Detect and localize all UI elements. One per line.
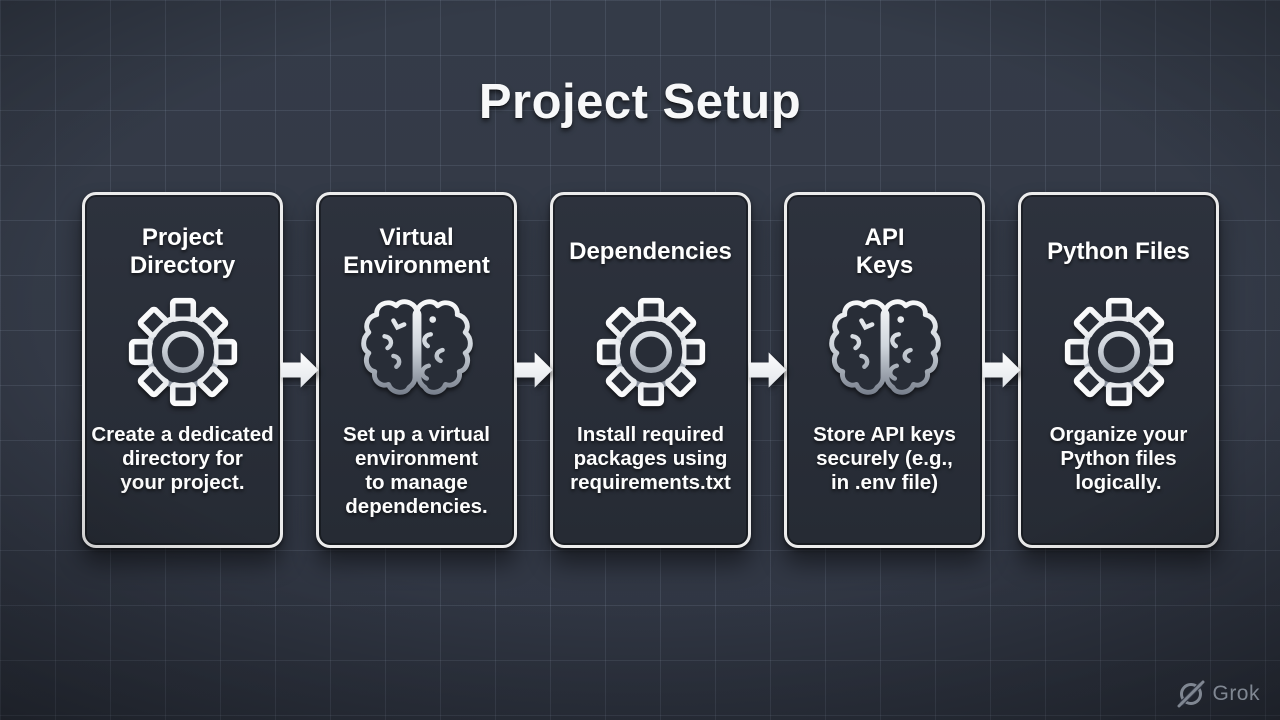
brain-icon (319, 291, 514, 413)
card-title: API Keys (855, 224, 914, 279)
card-description: Create a dedicated directory for your pr… (91, 423, 274, 494)
card-title: Python Files (1047, 238, 1190, 266)
page-title: Project Setup (478, 75, 802, 129)
flow-arrow (280, 340, 319, 400)
right-arrow-icon (514, 352, 553, 388)
grok-label: Grok (1212, 682, 1260, 705)
grok-watermark: Grok (1177, 680, 1260, 708)
card-description: Set up a virtual environment to manage d… (343, 423, 490, 518)
card-title: Project Directory (129, 224, 236, 279)
card-title: Dependencies (569, 238, 732, 266)
gear-icon (85, 291, 280, 413)
card-description: Organize your Python files logically. (1049, 423, 1188, 494)
brain-icon (787, 291, 982, 413)
flow-arrow (514, 340, 553, 400)
right-arrow-icon (748, 352, 787, 388)
gear-icon (1021, 291, 1216, 413)
grok-logo-icon (1177, 680, 1205, 708)
right-arrow-icon (982, 352, 1021, 388)
card-title: Virtual Environment (343, 224, 490, 279)
card-description: Install required packages using requirem… (570, 423, 731, 494)
flow-diagram: Project Directory Create a dedicated dir… (82, 192, 1219, 548)
right-arrow-icon (280, 352, 319, 388)
step-card-project-directory: Project Directory Create a dedicated dir… (82, 192, 283, 548)
gear-icon (553, 291, 748, 413)
step-card-virtual-environment: Virtual Environment Set up a virtual env… (316, 192, 517, 548)
step-card-api-keys: API Keys Store API keys securely (e.g., … (784, 192, 985, 548)
card-description: Store API keys securely (e.g., in .env f… (813, 423, 956, 494)
step-card-python-files: Python Files Organize your Python files … (1018, 192, 1219, 548)
flow-arrow (982, 340, 1021, 400)
step-card-dependencies: Dependencies Install required packages u… (550, 192, 751, 548)
flow-arrow (748, 340, 787, 400)
